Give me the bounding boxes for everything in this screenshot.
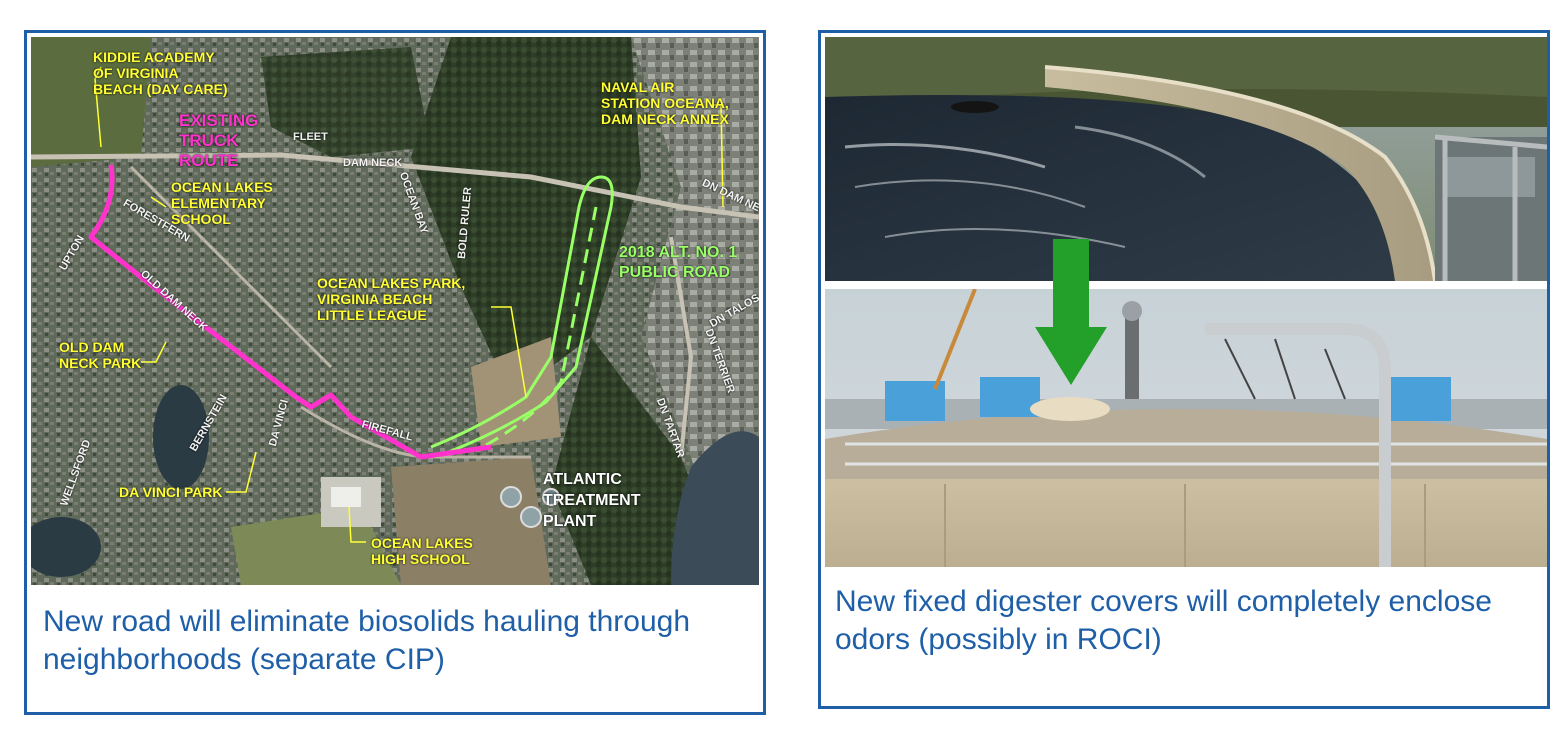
photo-existing-digester <box>825 37 1547 281</box>
map-caption: New road will eliminate biosolids haulin… <box>43 605 691 676</box>
label-atlantic-treatment-plant: ATLANTIC TREATMENT PLANT <box>543 471 641 530</box>
digester-caption: New fixed digester covers will completel… <box>835 585 1492 656</box>
arrow-down-icon <box>1035 239 1107 385</box>
label-da-vinci-park: DA VINCI PARK <box>119 484 223 500</box>
label-kiddie-academy: KIDDIE ACADEMY OF VIRGINIA BEACH (DAY CA… <box>93 49 228 97</box>
map-background <box>31 37 759 585</box>
aerial-map: KIDDIE ACADEMY OF VIRGINIA BEACH (DAY CA… <box>31 37 759 585</box>
digester-panel: New fixed digester covers will completel… <box>818 30 1550 709</box>
street-fleet: FLEET <box>293 131 328 143</box>
label-alt-public-road: 2018 ALT. NO. 1 PUBLIC ROAD <box>619 244 738 281</box>
label-old-dam-neck-park: OLD DAM NECK PARK <box>59 339 142 371</box>
label-ocean-lakes-park: OCEAN LAKES PARK, VIRGINIA BEACH LITTLE … <box>317 275 466 323</box>
map-panel: KIDDIE ACADEMY OF VIRGINIA BEACH (DAY CA… <box>24 30 766 715</box>
label-existing-truck-route: EXISTING TRUCK ROUTE <box>179 111 259 170</box>
label-ocean-lakes-elementary: OCEAN LAKES ELEMENTARY SCHOOL <box>171 179 273 227</box>
photo-new-digester-cover <box>825 289 1547 567</box>
label-ocean-lakes-high: OCEAN LAKES HIGH SCHOOL <box>371 535 473 567</box>
label-naval-air-station: NAVAL AIR STATION OCEANA, DAM NECK ANNEX <box>601 79 729 127</box>
street-dam-neck: DAM NECK <box>343 157 403 169</box>
